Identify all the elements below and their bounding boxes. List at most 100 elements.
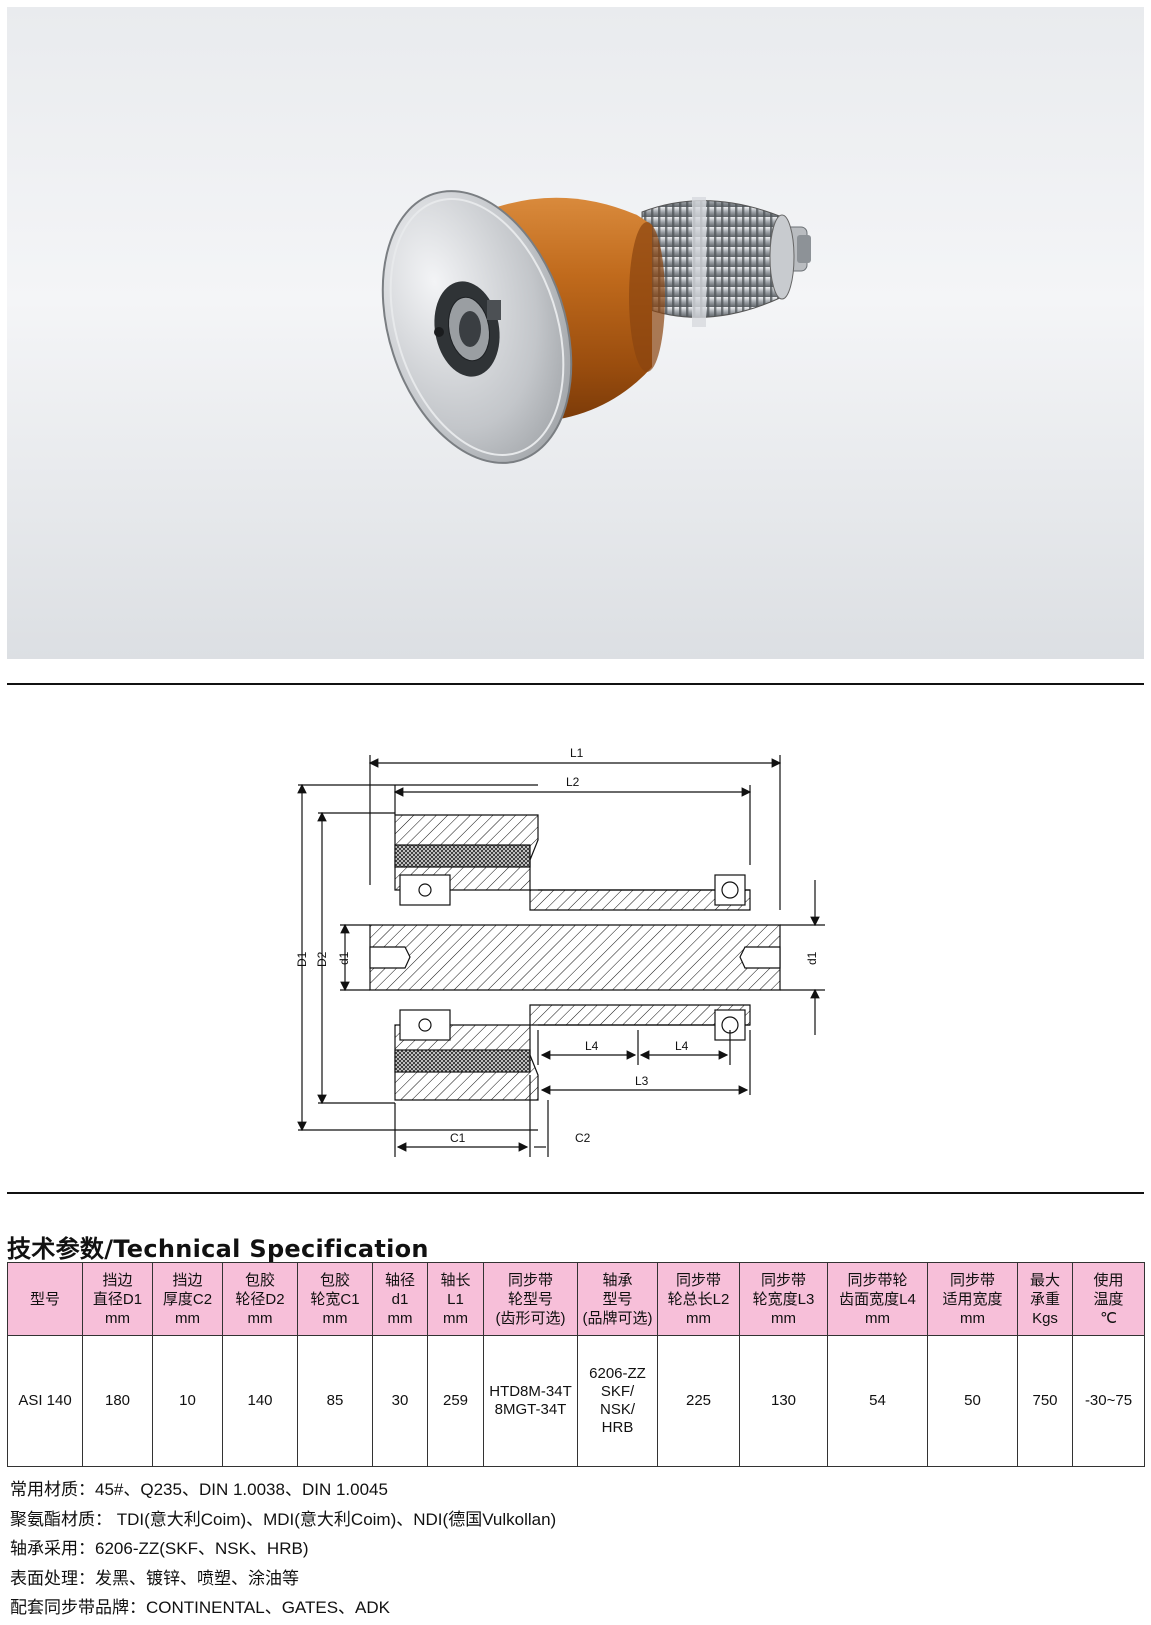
- cell-text: 8MGT-34T: [494, 1401, 567, 1418]
- header-text: mm: [247, 1309, 273, 1327]
- header-text: 轴长: [440, 1271, 471, 1289]
- cell-text: 6206-ZZ: [589, 1365, 646, 1382]
- header-text: 适用宽度: [942, 1290, 1003, 1308]
- header-text: 同步带轮: [847, 1271, 908, 1289]
- spec-cell: 750: [1017, 1335, 1073, 1467]
- header-text: 型号: [602, 1290, 633, 1308]
- roller-render-illustration: [381, 190, 811, 464]
- header-text: 轮宽度L3: [752, 1290, 815, 1308]
- cell-text: 50: [964, 1392, 981, 1409]
- header-text: (齿形可选): [495, 1309, 566, 1327]
- note-belt-brands: 配套同步带品牌：CONTINENTAL、GATES、ADK: [10, 1598, 391, 1617]
- header-text: ℃: [1100, 1309, 1117, 1327]
- cell-text: ASI 140: [18, 1392, 72, 1409]
- section-divider-bottom: [7, 1192, 1144, 1194]
- note-bearing: 轴承采用：6206-ZZ(SKF、NSK、HRB): [10, 1539, 309, 1558]
- cell-text: 10: [179, 1392, 196, 1409]
- dim-label-C2: C2: [575, 1131, 591, 1145]
- cell-text: -30~75: [1084, 1392, 1133, 1409]
- spec-header-cell: 使用温度℃: [1072, 1262, 1145, 1336]
- cell-text: 30: [391, 1392, 409, 1409]
- spec-header-cell: 轴承型号(品牌可选): [577, 1262, 658, 1336]
- header-text: 轴承: [602, 1271, 633, 1289]
- header-text: 齿面宽度L4: [839, 1290, 916, 1308]
- header-text: 最大: [1029, 1271, 1060, 1289]
- header-text: 厚度C2: [162, 1290, 213, 1308]
- cell-text: 259: [442, 1392, 469, 1409]
- header-text: (品牌可选): [582, 1309, 653, 1327]
- dim-label-D2: D2: [315, 951, 329, 967]
- spec-cell: 54: [827, 1335, 928, 1467]
- cell-text: 140: [247, 1392, 273, 1409]
- technical-drawing: L1 L2 D1 D2 d1 d1 L4 L4 L3 C1 C2: [290, 735, 870, 1175]
- header-text: 包胶: [319, 1271, 350, 1289]
- header-text: 同步带: [949, 1271, 995, 1289]
- dim-label-L4-left: L4: [585, 1039, 599, 1053]
- header-text: 挡边: [172, 1271, 203, 1289]
- header-text: 轮宽C1: [310, 1290, 360, 1308]
- cell-text: NSK/: [599, 1401, 635, 1418]
- dim-label-L1: L1: [570, 746, 584, 760]
- cell-text: HTD8M-34T: [489, 1383, 572, 1400]
- cell-text: 225: [685, 1392, 712, 1409]
- spec-cell: 30: [372, 1335, 428, 1467]
- cell-text: 130: [770, 1392, 797, 1409]
- spec-cell: -30~75: [1072, 1335, 1145, 1467]
- header-text: Kgs: [1032, 1309, 1058, 1327]
- cell-text: 85: [326, 1392, 344, 1409]
- header-text: mm: [387, 1309, 413, 1327]
- cell-text: SKF/: [600, 1383, 635, 1400]
- spec-cell: 140: [222, 1335, 298, 1467]
- dim-label-d1-left: d1: [337, 951, 351, 965]
- header-text: mm: [322, 1309, 348, 1327]
- header-text: L1: [447, 1290, 464, 1308]
- cross-section-drawing: L1 L2 D1 D2 d1 d1 L4 L4 L3 C1 C2: [295, 746, 825, 1157]
- header-text: 轴径: [384, 1271, 415, 1289]
- cell-text: 180: [104, 1392, 131, 1409]
- dim-label-L2: L2: [566, 775, 580, 789]
- dim-label-d1-right: d1: [805, 951, 819, 965]
- spec-cell: 130: [739, 1335, 828, 1467]
- header-text: mm: [771, 1309, 796, 1327]
- note-material: 常用材质：45#、Q235、DIN 1.0038、DIN 1.0045: [10, 1480, 388, 1499]
- spec-title: 技术参数/Technical Specification: [7, 1235, 429, 1263]
- cell-text: 750: [1032, 1392, 1058, 1409]
- spec-cell: 85: [297, 1335, 373, 1467]
- spec-cell: 10: [152, 1335, 223, 1467]
- header-text: 轮径D2: [235, 1290, 285, 1308]
- dim-label-L4-right: L4: [675, 1039, 689, 1053]
- header-text: 同步带: [507, 1271, 553, 1289]
- spec-cell: 225: [657, 1335, 740, 1467]
- spec-cell: 50: [927, 1335, 1018, 1467]
- header-text: d1: [391, 1290, 409, 1308]
- header-text: 挡边: [102, 1271, 133, 1289]
- header-text: 轮型号: [507, 1290, 553, 1308]
- header-text: 温度: [1093, 1290, 1124, 1308]
- spec-cell: 180: [82, 1335, 153, 1467]
- header-text: mm: [105, 1309, 130, 1327]
- header-text: 同步带: [675, 1271, 721, 1289]
- notes-list: 常用材质：45#、Q235、DIN 1.0038、DIN 1.0045 聚氨酯材…: [10, 1475, 556, 1623]
- header-text: mm: [686, 1309, 711, 1327]
- dim-label-L3: L3: [635, 1074, 649, 1088]
- header-text: 同步带: [760, 1271, 806, 1289]
- dim-label-C1: C1: [450, 1131, 466, 1145]
- header-text: 直径D1: [92, 1290, 143, 1308]
- header-text: 承重: [1029, 1290, 1060, 1308]
- header-text: 包胶: [244, 1271, 275, 1289]
- spec-cell: 259: [427, 1335, 484, 1467]
